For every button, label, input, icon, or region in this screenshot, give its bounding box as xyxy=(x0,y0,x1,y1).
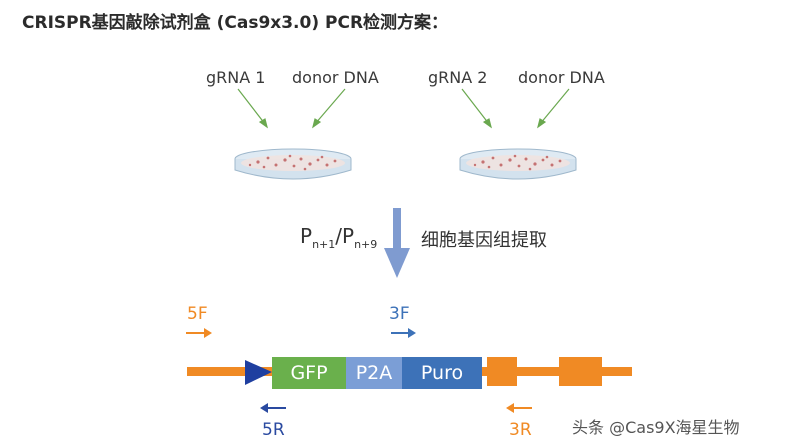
donor-dna-label-left: donor DNA xyxy=(292,68,379,87)
promoter-triangle xyxy=(245,360,272,385)
gfp-label: GFP xyxy=(290,362,328,384)
extraction-label: 细胞基因组提取 xyxy=(421,230,547,251)
primer-3f-label: 3F xyxy=(389,304,410,324)
puro-label: Puro xyxy=(420,362,464,384)
puro-segment xyxy=(402,357,482,389)
grna1-label: gRNA 1 xyxy=(206,68,266,87)
passage-slash: / xyxy=(335,224,342,248)
primer-5f-label: 5F xyxy=(187,304,208,324)
watermark: 头条 @Cas9X海星生物 xyxy=(572,418,740,437)
down-arrow xyxy=(384,208,410,278)
p2a-label: P2A xyxy=(355,362,393,384)
gfp-segment xyxy=(272,357,346,389)
leader-arrows-right xyxy=(461,88,570,129)
passage-label: Pn+1/Pn+9 xyxy=(300,224,377,251)
leader-arrows-left xyxy=(237,88,346,129)
page-title: CRISPR基因敲除试剂盒 (Cas9x3.0) PCR检测方案： xyxy=(22,13,449,33)
primer-3r-label: 3R xyxy=(509,420,532,440)
petri-dish-left xyxy=(234,148,352,180)
passage-sub-n9: n+9 xyxy=(354,237,378,251)
donor-dna-label-right: donor DNA xyxy=(518,68,605,87)
passage-sub-n1: n+1 xyxy=(312,237,336,251)
primer-3f-arrow xyxy=(391,328,416,338)
primer-5r-label: 5R xyxy=(262,420,285,440)
petri-dish-right xyxy=(459,148,577,180)
p2a-segment xyxy=(346,357,402,389)
primer-5f-arrow xyxy=(186,328,212,338)
primer-3r-arrow xyxy=(506,403,532,413)
passage-p2: P xyxy=(342,224,355,248)
primer-5r-arrow xyxy=(260,403,286,413)
passage-p1: P xyxy=(300,224,313,248)
grna2-label: gRNA 2 xyxy=(428,68,488,87)
